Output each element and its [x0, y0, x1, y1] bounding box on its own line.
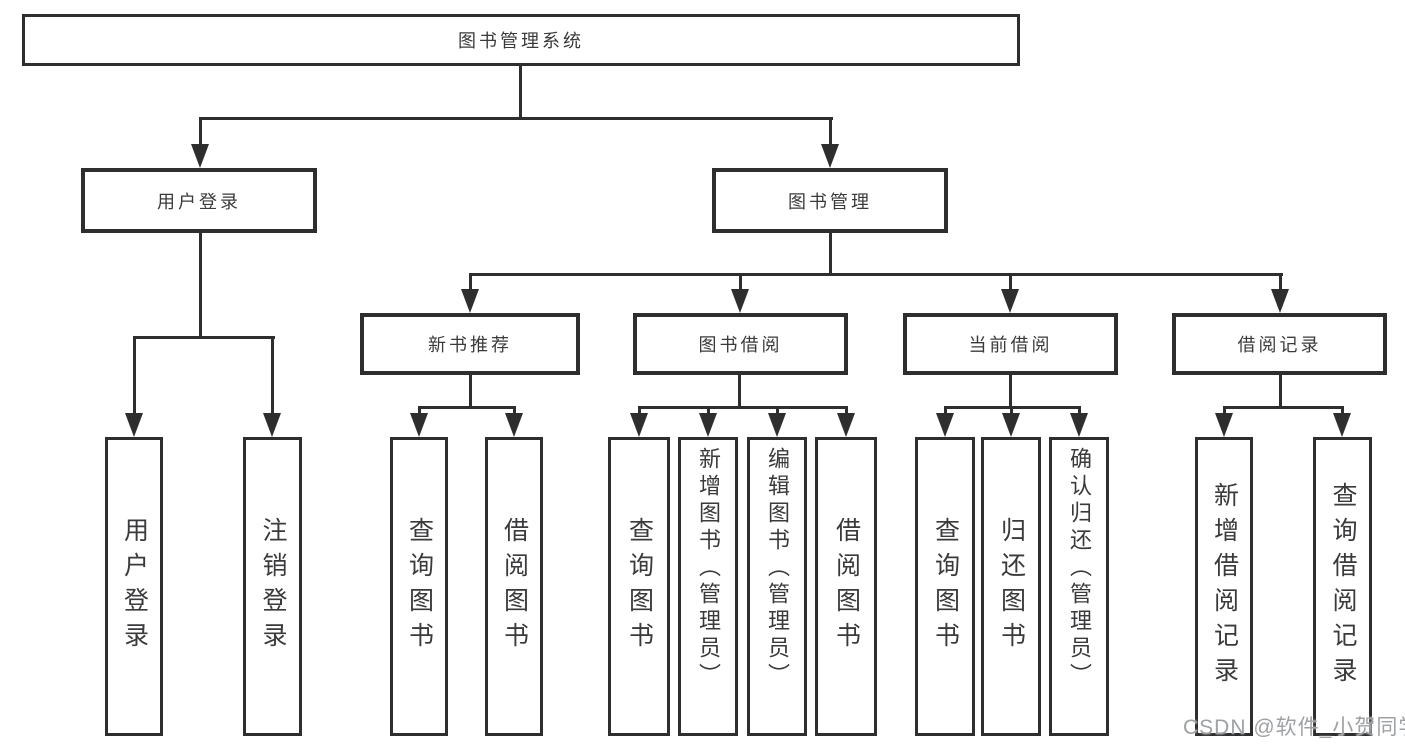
arrowhead-down-icon: [731, 289, 749, 313]
connector-line: [738, 375, 741, 409]
connector-line: [775, 406, 779, 417]
leaf-query-books-1: 查询图书: [390, 437, 448, 736]
leaf-query-books-3: 查询图书: [915, 437, 975, 736]
arrowhead-down-icon: [125, 413, 143, 437]
connector-line: [512, 406, 516, 417]
leaf-label: 注销登录: [259, 516, 287, 657]
leaf-label: 查询借阅记录: [1329, 481, 1357, 692]
leaf-label: 借阅图书: [500, 516, 529, 657]
leaf-label: 归还图书: [997, 516, 1026, 657]
csdn-watermark: CSDN @软件_小贺同学: [1183, 716, 1405, 739]
node-book-management-branch: 图书管理: [712, 168, 948, 233]
arrowhead-down-icon: [1001, 289, 1019, 313]
connector-line: [1340, 406, 1344, 417]
connector-line: [133, 336, 275, 339]
connector-line: [519, 66, 522, 119]
connector-line: [1009, 375, 1012, 409]
arrowhead-down-icon: [837, 413, 855, 437]
connector-line: [132, 336, 136, 417]
connector-line: [944, 406, 1081, 409]
arrowhead-down-icon: [699, 413, 717, 437]
leaf-label: 新增图书（管理员）: [696, 447, 721, 690]
connector-line: [199, 233, 202, 339]
leaf-confirm-return-admin: 确认归还（管理员）: [1049, 437, 1109, 736]
leaf-label: 编辑图书（管理员）: [765, 447, 790, 690]
node-book-borrow: 图书借阅: [633, 313, 848, 375]
arrowhead-down-icon: [410, 413, 428, 437]
node-label: 图书管理系统: [458, 31, 584, 51]
leaf-add-borrow-record: 新增借阅记录: [1195, 437, 1253, 736]
node-label: 图书借阅: [698, 335, 783, 355]
leaf-label: 新增借阅记录: [1210, 481, 1239, 692]
connector-line: [468, 273, 472, 293]
leaf-user-login: 用户登录: [105, 437, 163, 736]
node-library-management-system: 图书管理系统: [22, 14, 1020, 66]
arrowhead-down-icon: [461, 289, 479, 313]
leaf-label: 查询图书: [931, 516, 960, 657]
connector-line: [1278, 273, 1282, 293]
arrowhead-down-icon: [1070, 413, 1088, 437]
node-user-login-branch: 用户登录: [81, 168, 317, 233]
leaf-borrow-books-2: 借阅图书: [815, 437, 877, 736]
connector-line: [198, 117, 202, 148]
connector-line: [1222, 406, 1226, 417]
connector-line: [1009, 406, 1013, 417]
connector-line: [199, 117, 833, 120]
leaf-return-books: 归还图书: [981, 437, 1041, 736]
connector-line: [828, 117, 832, 148]
connector-line: [943, 406, 947, 417]
connector-line: [270, 336, 274, 417]
node-label: 当前借阅: [968, 335, 1053, 355]
connector-line: [469, 375, 472, 409]
leaf-label: 借阅图书: [832, 516, 861, 657]
leaf-label: 用户登录: [120, 516, 149, 657]
arrowhead-down-icon: [821, 144, 839, 168]
connector-line: [829, 233, 832, 276]
node-new-book-recommend: 新书推荐: [360, 313, 580, 375]
node-label: 新书推荐: [428, 335, 512, 355]
connector-line: [637, 406, 641, 417]
arrowhead-down-icon: [630, 413, 648, 437]
arrowhead-down-icon: [1215, 413, 1233, 437]
arrowhead-down-icon: [936, 413, 954, 437]
arrowhead-down-icon: [768, 413, 786, 437]
arrowhead-down-icon: [1002, 413, 1020, 437]
leaf-add-books-admin: 新增图书（管理员）: [678, 437, 738, 736]
node-label: 用户登录: [157, 191, 241, 212]
node-current-borrow: 当前借阅: [903, 313, 1118, 375]
connector-line: [638, 406, 848, 409]
connector-line: [1077, 406, 1081, 417]
leaf-query-books-2: 查询图书: [608, 437, 670, 736]
arrowhead-down-icon: [505, 413, 523, 437]
node-label: 借阅记录: [1237, 335, 1322, 355]
connector-line: [1279, 375, 1282, 409]
connector-line: [418, 406, 516, 409]
arrowhead-down-icon: [263, 413, 281, 437]
arrowhead-down-icon: [191, 144, 209, 168]
node-label: 图书管理: [788, 191, 872, 212]
leaf-label: 查询图书: [625, 516, 654, 657]
connector-line: [738, 273, 742, 293]
connector-line: [469, 273, 1283, 276]
connector-line: [1008, 273, 1012, 293]
leaf-label: 确认归还（管理员）: [1067, 447, 1092, 690]
connector-line: [844, 406, 848, 417]
leaf-logout: 注销登录: [243, 437, 302, 736]
connector-line: [706, 406, 710, 417]
node-borrow-records: 借阅记录: [1172, 313, 1387, 375]
leaf-query-borrow-record: 查询借阅记录: [1313, 437, 1372, 736]
leaf-label: 查询图书: [405, 516, 434, 657]
connector-line: [1223, 406, 1344, 409]
arrowhead-down-icon: [1333, 413, 1351, 437]
connector-line: [417, 406, 421, 417]
leaf-edit-books-admin: 编辑图书（管理员）: [747, 437, 807, 736]
arrowhead-down-icon: [1271, 289, 1289, 313]
leaf-borrow-books-1: 借阅图书: [485, 437, 543, 736]
